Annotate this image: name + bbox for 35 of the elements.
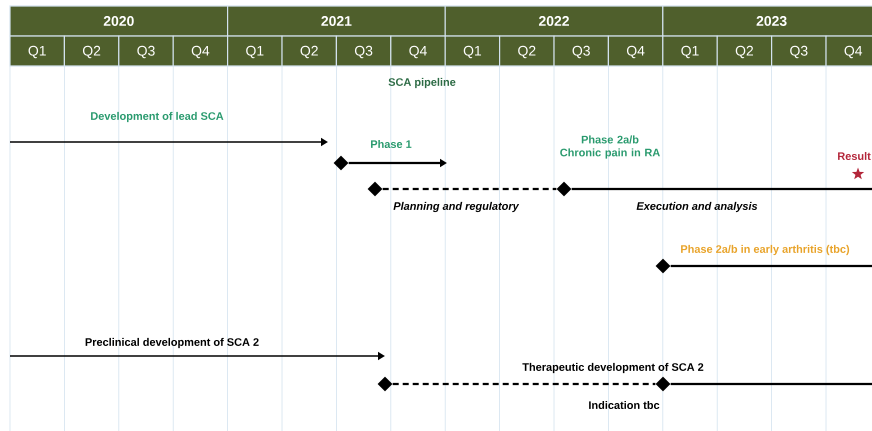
edge-label: Execution and analysis: [636, 202, 758, 212]
header-cell: Q2: [499, 35, 555, 67]
header-cell: Q1: [444, 35, 500, 67]
header-cell: Q2: [64, 35, 120, 67]
timeline-bar: [670, 264, 872, 268]
header-cell: Q1: [227, 35, 283, 67]
dashed-line: [392, 382, 656, 386]
timeline-label: Preclinical development of SCA 2: [86, 338, 259, 348]
header-cell: Q1: [662, 35, 718, 67]
header-cell: Q4: [390, 35, 446, 67]
milestone-diamond: [368, 182, 382, 196]
milestone-diamond: [656, 376, 670, 392]
timeline-bar: [572, 188, 872, 190]
header-cell: Q2: [716, 35, 772, 67]
milestone-diamond: [334, 156, 348, 170]
header-cell: Q4: [608, 35, 664, 67]
milestone-diamond: [656, 258, 670, 274]
header-cell: Q3: [118, 35, 174, 67]
edge-label: Planning and regulatory: [393, 202, 520, 212]
chart-title: SCA pipeline: [388, 78, 456, 88]
milestone-diamond: [556, 182, 572, 196]
milestone-diamond: [378, 376, 392, 392]
timeline-label: Indication tbc: [589, 400, 660, 410]
header-cell: Q4: [825, 35, 872, 67]
header-cell: Q1: [9, 35, 65, 67]
header-cell: Q2: [281, 35, 337, 67]
timeline-bar: [670, 382, 872, 386]
header-cell: Q3: [553, 35, 609, 67]
dashed-line: [382, 188, 556, 190]
header-cell: Q3: [771, 35, 827, 67]
header-cell: Q4: [172, 35, 228, 67]
timeline-label: Result: [838, 152, 871, 160]
timeline-label: Phase 1: [371, 140, 412, 148]
timeline-label: Development of lead SCA: [91, 112, 224, 122]
header-cell: Q3: [336, 35, 392, 67]
